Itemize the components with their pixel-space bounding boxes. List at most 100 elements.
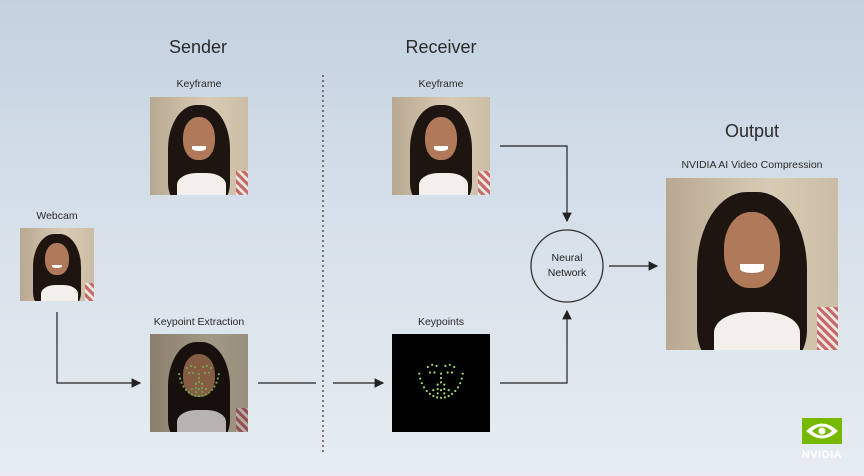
nvidia-eye-icon xyxy=(802,418,842,444)
output-subtitle: NVIDIA AI Video Compression xyxy=(681,159,823,171)
keypoint-dot xyxy=(187,371,191,375)
keypoint-dot xyxy=(456,386,460,389)
keypoint-dot xyxy=(197,380,201,384)
keypoint-dot xyxy=(217,372,220,376)
arrow-webcam-to-extraction xyxy=(56,312,142,388)
output-image xyxy=(666,178,838,350)
keypoint-dot xyxy=(459,382,462,385)
keypoint-dot xyxy=(201,365,205,369)
arrow-keypoints-to-nn xyxy=(500,309,572,384)
keypoint-dot xyxy=(194,382,198,386)
keypoint-dot xyxy=(213,385,216,388)
keypoint-dot xyxy=(185,366,189,370)
keypoint-dot xyxy=(190,393,194,396)
keypoint-dot xyxy=(180,381,183,384)
keypoint-dot xyxy=(428,392,431,395)
keypoint-dot xyxy=(194,390,198,394)
keypoint-dot xyxy=(190,387,194,391)
face-keypoints-overlay xyxy=(178,364,220,398)
keypoint-dot xyxy=(444,364,447,367)
keypoint-dot xyxy=(216,377,219,380)
keypoint-dot xyxy=(201,394,204,397)
arrow-keyframe-to-nn xyxy=(500,145,572,223)
keypoint-dot xyxy=(443,392,446,395)
neural-network-label: Neural Network xyxy=(547,252,587,279)
sender-keyframe-image xyxy=(150,97,248,195)
output-title: Output xyxy=(724,121,780,141)
keypoint-dot xyxy=(439,381,443,384)
keypoint-dot xyxy=(431,363,434,366)
keypoint-dot xyxy=(207,371,211,375)
keypoint-dot xyxy=(443,387,446,391)
receiver-keyframe-label: Keyframe xyxy=(418,78,464,90)
keypoint-dot xyxy=(205,364,209,368)
keypoint-dot xyxy=(425,389,428,393)
keypoint-dot xyxy=(200,390,204,394)
keypoint-dot xyxy=(200,382,204,386)
receiver-title: Receiver xyxy=(405,37,477,57)
keypoint-dot xyxy=(179,377,182,380)
keypoint-dot xyxy=(208,391,211,394)
keypoint-dot xyxy=(210,388,214,391)
keypoint-dot xyxy=(450,371,454,374)
keypoint-dot xyxy=(454,389,457,393)
webcam-image xyxy=(20,228,94,301)
keypoint-dot xyxy=(194,394,197,397)
keypoint-dot xyxy=(433,371,436,374)
keypoint-dot xyxy=(422,386,426,389)
keypoint-dot xyxy=(436,392,439,395)
keypoint-dot xyxy=(439,376,443,380)
keypoint-dot xyxy=(446,371,449,374)
keypoint-dot xyxy=(432,389,435,392)
keypoint-dot xyxy=(436,383,439,386)
keypoint-dot xyxy=(432,394,435,398)
keypoints-label: Keypoints xyxy=(417,316,465,328)
keypoint-extraction-label: Keypoint Extraction xyxy=(153,316,245,328)
keypoint-dot xyxy=(419,377,422,380)
keypoint-dot xyxy=(187,391,190,394)
keypoint-dot xyxy=(204,393,208,396)
sender-keyframe-label: Keyframe xyxy=(176,78,222,90)
keypoint-dot xyxy=(184,388,188,391)
keypoint-dot xyxy=(197,376,201,380)
keypoint-dot xyxy=(182,385,185,388)
keypoint-dot xyxy=(178,372,181,376)
keypoint-dot xyxy=(215,381,218,384)
webcam-label: Webcam xyxy=(36,210,78,222)
keypoint-dot xyxy=(204,387,208,391)
keypoint-dot xyxy=(451,392,454,395)
keypoint-dot xyxy=(418,372,421,375)
neural-network-node xyxy=(530,229,604,303)
keypoint-dot xyxy=(439,396,443,399)
sender-title: Sender xyxy=(168,37,228,57)
keypoint-dot xyxy=(209,366,213,370)
keypoint-dot xyxy=(435,364,438,367)
keypoint-dot xyxy=(197,372,201,376)
keypoint-dot xyxy=(197,387,201,391)
keypoint-dot xyxy=(461,372,464,375)
nvidia-logo-text: NVIDIA xyxy=(801,449,843,461)
keypoint-dot xyxy=(436,387,439,391)
keypoint-dot xyxy=(426,365,429,369)
keypoint-dot xyxy=(443,396,446,399)
keypoint-dot xyxy=(203,371,207,375)
keypoint-extraction-image xyxy=(150,334,248,432)
keypoint-dot xyxy=(447,389,450,392)
nvidia-logo: NVIDIA xyxy=(796,418,848,461)
keypoint-dot xyxy=(200,386,204,390)
keypoint-dot xyxy=(420,382,423,385)
keypoint-dot xyxy=(443,383,446,386)
keypoint-dot xyxy=(439,389,443,392)
receiver-keyframe-image xyxy=(392,97,490,195)
keypoint-dot xyxy=(448,363,451,366)
keypoint-dot xyxy=(191,371,195,375)
keypoint-dot xyxy=(194,386,198,390)
keypoint-dot xyxy=(193,365,197,369)
keypoints-image xyxy=(392,334,490,432)
keypoint-dot xyxy=(447,394,450,398)
keypoint-dot xyxy=(439,372,443,375)
keypoint-dot xyxy=(453,365,456,369)
keypoint-dot xyxy=(197,394,201,398)
keypoint-dot xyxy=(428,371,432,374)
